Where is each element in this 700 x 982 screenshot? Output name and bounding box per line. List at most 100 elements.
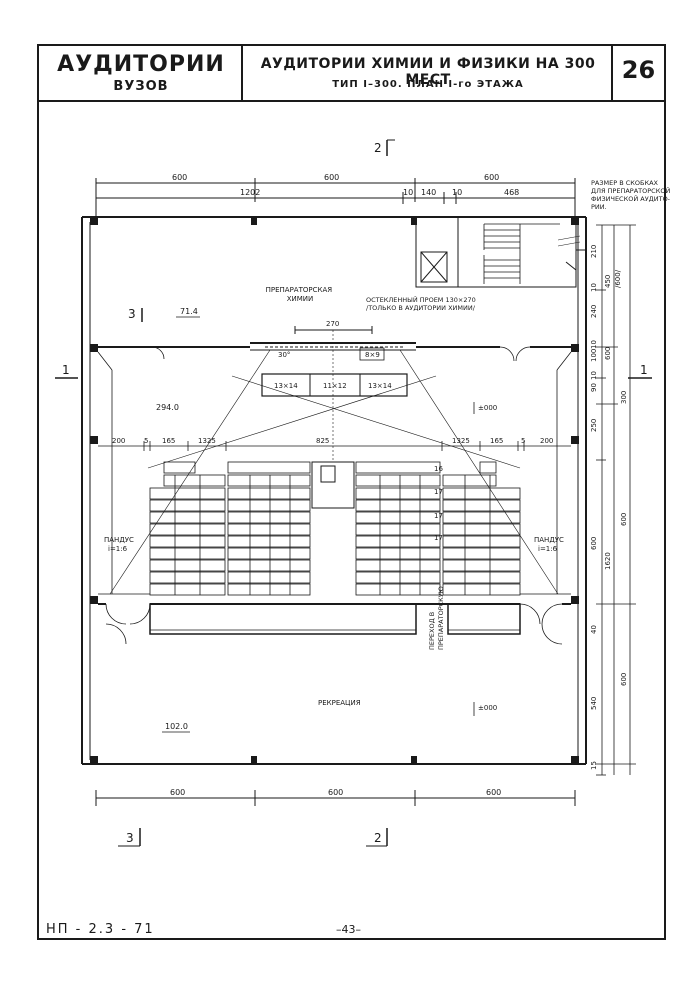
sheet-number-box: 26 bbox=[611, 44, 666, 102]
dimension-label: 300 bbox=[620, 391, 628, 404]
seat-row-block bbox=[149, 523, 226, 536]
row-number: 17 bbox=[434, 488, 443, 496]
seat-row-block bbox=[149, 535, 226, 548]
dimension-label: 1620 bbox=[604, 552, 612, 570]
seat-row-block bbox=[355, 474, 441, 487]
passage-label: ПЕРЕХОД В ПРЕПАРАТОРСКУЮ bbox=[428, 586, 445, 650]
dimension-label: 90 bbox=[590, 383, 598, 392]
series-subtitle: ВУЗОВ bbox=[113, 79, 169, 94]
drawing-code: НП - 2.3 - 71 bbox=[46, 922, 155, 937]
outer-walls bbox=[81, 216, 587, 765]
lectern bbox=[311, 461, 355, 509]
seat-row-block bbox=[442, 547, 521, 560]
seat-row-block bbox=[442, 571, 521, 584]
row-number: 16 bbox=[434, 465, 443, 473]
area-prep: 71.4 bbox=[180, 307, 198, 316]
svg-text:11×12: 11×12 bbox=[323, 382, 347, 390]
dimension-label: 15 bbox=[590, 761, 598, 770]
scale-note: РАЗМЕР В СКОБКАХ ДЛЯ ПРЕПАРАТОРСКОЙ ФИЗИ… bbox=[591, 179, 672, 211]
sheet-number: 26 bbox=[621, 56, 656, 84]
svg-text:10: 10 bbox=[403, 188, 413, 197]
section-mark-right: 1 bbox=[628, 363, 652, 379]
columns bbox=[90, 217, 579, 764]
svg-text:10: 10 bbox=[452, 188, 462, 197]
dimension-label: /600/ bbox=[614, 269, 622, 288]
svg-text:825: 825 bbox=[316, 437, 329, 445]
window-dimension: 270 bbox=[294, 320, 373, 334]
svg-text:165: 165 bbox=[490, 437, 503, 445]
svg-text:600: 600 bbox=[170, 788, 185, 797]
seat-row-block bbox=[355, 547, 441, 560]
seat-row-block bbox=[149, 499, 226, 512]
seat-row-block bbox=[149, 547, 226, 560]
svg-text:±000: ±000 bbox=[478, 404, 497, 412]
level-mark-hall: ±000 bbox=[473, 402, 497, 414]
seat-row-block bbox=[227, 499, 311, 512]
svg-text:2: 2 bbox=[374, 141, 382, 155]
section-mark-left: 1 bbox=[55, 363, 78, 379]
page-number: –43– bbox=[336, 923, 361, 936]
dimension-label: 600 bbox=[620, 513, 628, 526]
dimension-aisles: 200 5 165 1325 825 1325 165 5 200 bbox=[98, 437, 571, 451]
svg-text:600: 600 bbox=[324, 173, 339, 182]
dimension-label: 10 bbox=[590, 340, 598, 349]
sight-lines bbox=[109, 330, 559, 595]
section-mark-inner: 3 bbox=[128, 307, 143, 322]
svg-text:1: 1 bbox=[62, 363, 70, 377]
dimension-label: 450 bbox=[604, 275, 612, 288]
dimension-label: 210 bbox=[590, 245, 598, 258]
seat-row-block bbox=[442, 523, 521, 536]
svg-text:±000: ±000 bbox=[478, 704, 497, 712]
seat-row-block bbox=[355, 571, 441, 584]
svg-text:2: 2 bbox=[374, 831, 382, 845]
seat-row-block bbox=[442, 583, 521, 596]
dimension-label: 10 bbox=[590, 371, 598, 380]
dimension-label: 600 bbox=[620, 673, 628, 686]
svg-text:13×14: 13×14 bbox=[274, 382, 298, 390]
seat-row-block bbox=[227, 487, 311, 500]
seat-row-block bbox=[227, 523, 311, 536]
doors bbox=[105, 603, 563, 645]
seating-rows bbox=[149, 461, 521, 596]
seat-row-block bbox=[442, 559, 521, 572]
svg-text:13×14: 13×14 bbox=[368, 382, 392, 390]
seat-row-block bbox=[227, 547, 311, 560]
area-recreation: 102.0 bbox=[165, 722, 188, 731]
seat-row-block bbox=[442, 511, 521, 524]
svg-text:1202: 1202 bbox=[240, 188, 260, 197]
svg-text:5: 5 bbox=[521, 437, 525, 445]
seat-row-block bbox=[227, 511, 311, 524]
dimension-right bbox=[596, 224, 636, 776]
dimension-label: 40 bbox=[590, 625, 598, 634]
seat-row-block bbox=[227, 474, 311, 487]
svg-text:3: 3 bbox=[128, 307, 136, 321]
svg-text:600: 600 bbox=[486, 788, 501, 797]
stand-label: 8×9 bbox=[365, 351, 380, 359]
sheet-title: АУДИТОРИИ ХИМИИ И ФИЗИКИ НА 300 МЕСТ bbox=[260, 56, 596, 88]
sheet-subtitle: ТИП I–300. ПЛАН I-го ЭТАЖА bbox=[332, 79, 524, 90]
seat-row-block bbox=[442, 487, 521, 500]
row-number: 17 bbox=[434, 512, 443, 520]
svg-text:468: 468 bbox=[504, 188, 519, 197]
seat-row-block bbox=[355, 499, 441, 512]
dimension-top: 600 600 600 1202 10 140 10 468 bbox=[95, 173, 576, 220]
svg-text:200: 200 bbox=[112, 437, 125, 445]
svg-text:1325: 1325 bbox=[452, 437, 470, 445]
dimension-label: 240 bbox=[590, 305, 598, 318]
seat-row-block bbox=[149, 571, 226, 584]
room-label-recreation: РЕКРЕАЦИЯ bbox=[318, 699, 361, 707]
angle-label: 30° bbox=[278, 351, 290, 359]
area-hall: 294.0 bbox=[156, 403, 179, 412]
glazed-opening-note: ОСТЕКЛЕННЫЙ ПРОЕМ 130×270 /ТОЛЬКО В АУДИ… bbox=[366, 295, 478, 312]
seat-row-block bbox=[149, 511, 226, 524]
seat-row-block bbox=[355, 559, 441, 572]
seat-row-block bbox=[163, 474, 226, 487]
prep-room-wall bbox=[98, 342, 571, 362]
seat-row-block bbox=[163, 461, 196, 474]
stair-hatch bbox=[557, 235, 581, 247]
seat-row-block bbox=[227, 571, 311, 584]
room-label-prep: ПРЕПАРАТОРСКАЯ ХИМИИ bbox=[266, 286, 335, 303]
svg-text:140: 140 bbox=[421, 188, 436, 197]
